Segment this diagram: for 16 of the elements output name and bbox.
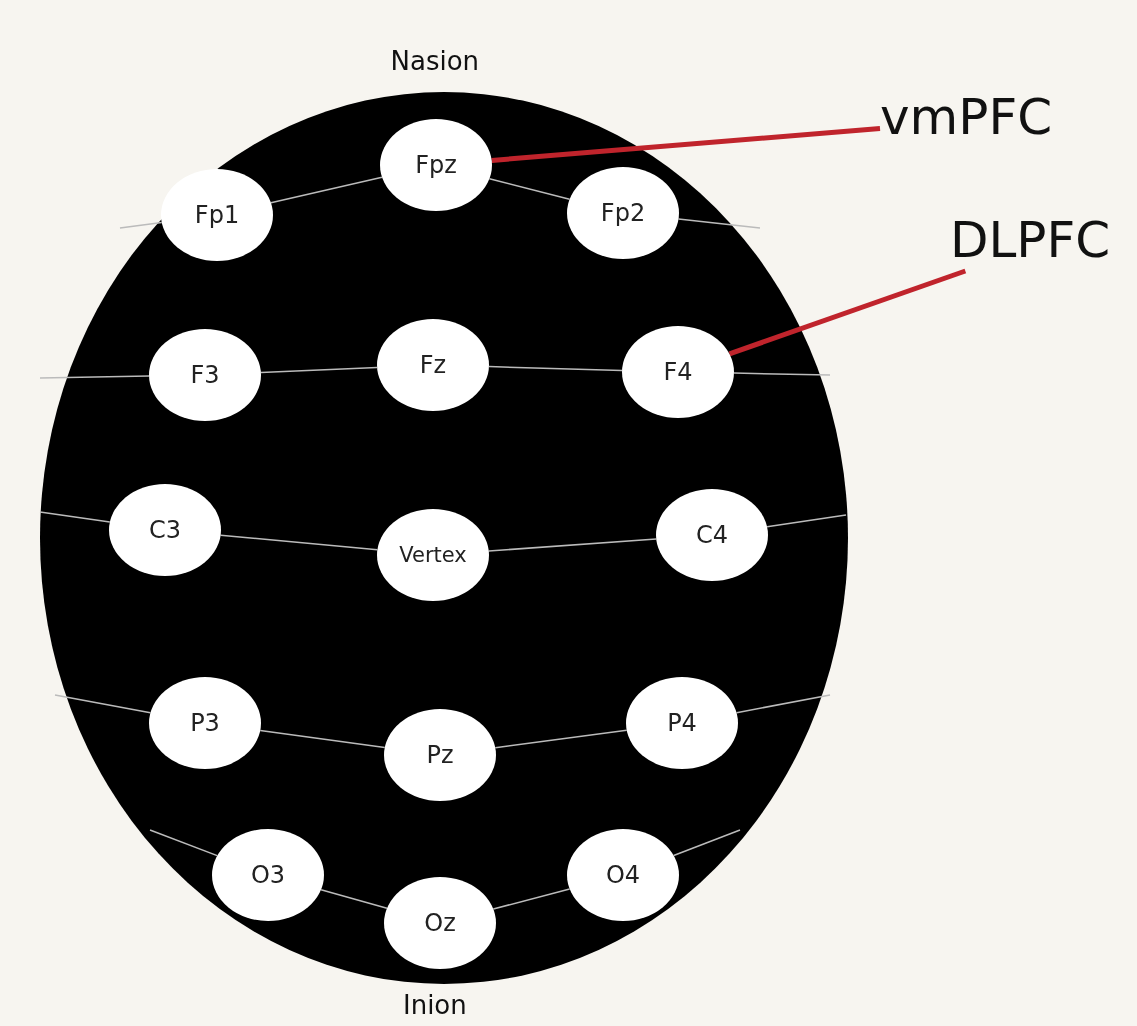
leader-line — [728, 268, 967, 357]
region-label: DLPFC — [950, 215, 1111, 265]
connecting-line — [270, 176, 383, 204]
landmark-label: Inion — [403, 992, 467, 1018]
connecting-line — [259, 729, 386, 749]
connecting-line — [488, 538, 657, 552]
landmark-label: Nasion — [390, 48, 480, 74]
connecting-line — [219, 534, 379, 551]
connecting-line — [488, 177, 571, 201]
connecting-line — [494, 729, 628, 749]
region-label: vmPFC — [880, 92, 1053, 142]
connecting-line — [260, 366, 378, 374]
leader-line — [491, 125, 881, 163]
connecting-line — [492, 888, 571, 910]
connecting-line — [488, 365, 623, 372]
connecting-line — [320, 889, 388, 909]
